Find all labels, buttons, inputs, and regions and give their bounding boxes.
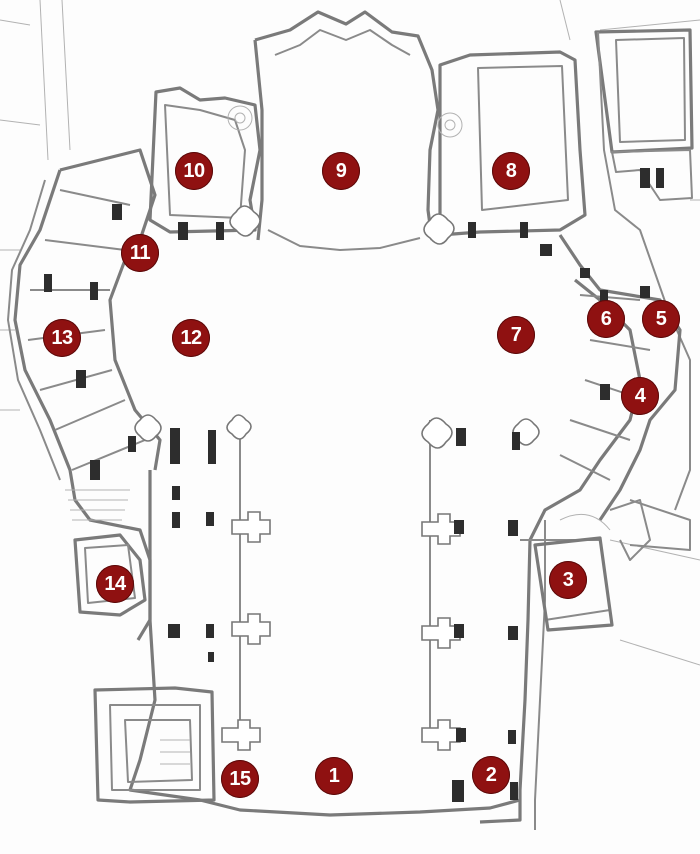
marker-14[interactable]: 14 [96, 565, 134, 603]
tower [93, 686, 216, 804]
marker-6[interactable]: 6 [587, 300, 625, 338]
marker-4[interactable]: 4 [621, 377, 659, 415]
marker-5[interactable]: 5 [642, 300, 680, 338]
chapel-3 [533, 513, 614, 632]
marker-11[interactable]: 11 [121, 234, 159, 272]
apse [253, 10, 440, 251]
marker-9[interactable]: 9 [322, 152, 360, 190]
buttress-marks [44, 168, 664, 802]
marker-3[interactable]: 3 [549, 561, 587, 599]
chapel-10 [148, 86, 262, 234]
marker-2[interactable]: 2 [472, 756, 510, 794]
marker-12[interactable]: 12 [172, 319, 210, 357]
marker-8[interactable]: 8 [492, 152, 530, 190]
annex-building [594, 28, 694, 511]
chapel-8 [437, 50, 587, 237]
radiating-chapel-walls [27, 189, 651, 481]
marker-13[interactable]: 13 [43, 319, 81, 357]
chapel-14 [65, 489, 147, 617]
nave-piers [134, 205, 540, 751]
marker-7[interactable]: 7 [497, 316, 535, 354]
marker-10[interactable]: 10 [175, 152, 213, 190]
marker-15[interactable]: 15 [221, 760, 259, 798]
context-lines [0, 0, 700, 666]
nave-walls [128, 420, 691, 830]
marker-1[interactable]: 1 [315, 757, 353, 795]
